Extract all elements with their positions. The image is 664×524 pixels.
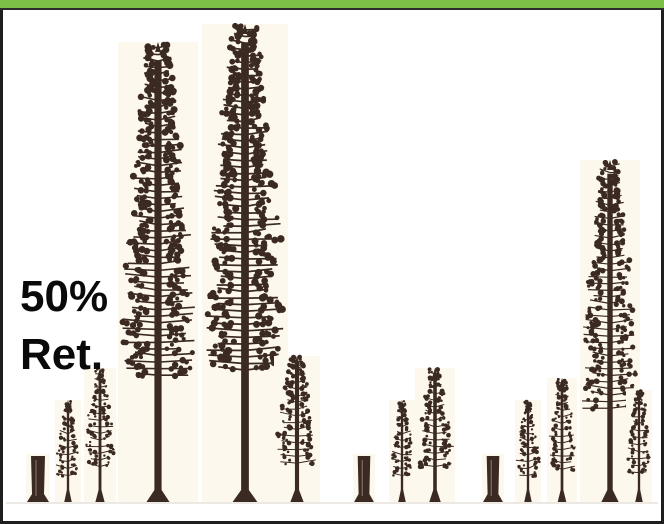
small-tree [626,389,652,502]
small-tree [274,354,320,502]
stump [26,454,50,502]
small-tree [389,400,415,502]
retention-label: 50% Ret. [20,268,108,384]
retention-abbrev: Ret. [20,330,104,379]
small-tree [55,400,81,502]
tall-tree [202,22,288,503]
small-tree [84,367,116,502]
stump [482,454,504,502]
top-accent-bar [0,0,664,10]
stump [353,454,375,502]
small-tree [515,399,541,502]
retention-percent: 50% [20,272,109,321]
small-tree [415,367,455,502]
small-tree [547,377,577,502]
tall-tree [118,41,198,503]
